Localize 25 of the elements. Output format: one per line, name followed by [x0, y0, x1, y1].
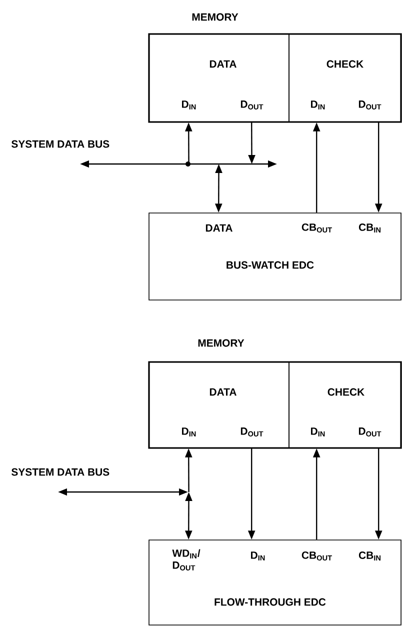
pin-label: D$_{OUT}$ — [240, 428, 264, 436]
pin-label: D$_{IN}$ — [182, 100, 196, 110]
pin-label: CB$_{IN}$ — [358, 552, 380, 560]
pin-label: D$_{IN}$ — [182, 428, 196, 436]
bus-label: SYSTEM DATA BUS — [12, 468, 110, 476]
block-title: FLOW-THROUGH EDC — [214, 598, 326, 606]
block-title: CHECK — [328, 388, 364, 396]
block-title: DATA — [210, 60, 236, 68]
block-title: WD$_{IN}$/ D$_{OUT}$ — [172, 549, 200, 570]
pin-label: CB$_{IN}$ — [358, 224, 380, 232]
block-title: CHECK — [326, 60, 364, 68]
heading: MEMORY — [192, 13, 238, 21]
pin-label: CB$_{OUT}$ — [302, 552, 332, 560]
bus-label: SYSTEM DATA BUS — [12, 140, 110, 148]
pin-label: D$_{OUT}$ — [358, 428, 382, 436]
pin-label: D$_{IN}$ — [311, 428, 325, 436]
heading: MEMORY — [198, 339, 244, 347]
block-title: DATA — [206, 224, 232, 232]
pin-label: D$_{IN}$ — [251, 552, 265, 560]
block-title: BUS-WATCH EDC — [226, 261, 314, 269]
pin-label: D$_{OUT}$ — [358, 100, 382, 110]
pin-label: D$_{IN}$ — [311, 100, 325, 110]
pin-label: D$_{OUT}$ — [240, 100, 264, 110]
block-title: DATA — [210, 388, 236, 396]
pin-label: CB$_{OUT}$ — [302, 224, 332, 232]
